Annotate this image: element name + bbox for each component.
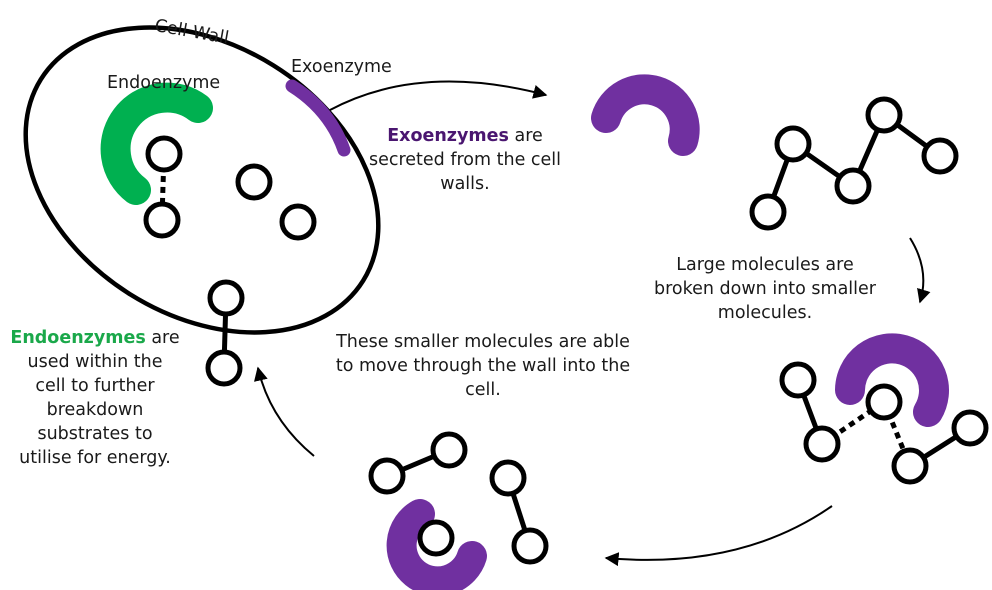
endo-caption-line2: used within the — [2, 350, 188, 374]
arrow-breakdown — [910, 238, 923, 302]
smaller-caption-line2: to move through the wall into the — [318, 354, 648, 378]
exo-caption-line2: secreted from the cell — [360, 148, 570, 172]
endo-caption-line4: breakdown — [2, 398, 188, 422]
exo-caption-rest: are — [509, 126, 543, 146]
smaller-caption-line3: cell. — [318, 378, 648, 402]
endo-caption-highlight: Endoenzymes — [10, 328, 145, 348]
large-caption-line3: molecules. — [640, 301, 890, 325]
endo-caption-line5: substrates to — [2, 422, 188, 446]
cell-free-molecules — [238, 166, 314, 238]
exo-caption: Exoenzymes are secreted from the cell wa… — [360, 124, 570, 196]
arrow-products — [606, 506, 832, 560]
endo-caption-rest: are — [146, 328, 180, 348]
endoenzyme-label: Endoenzyme — [107, 71, 220, 95]
endo-caption: Endoenzymes are used within the cell to … — [2, 326, 188, 470]
arrow-secretion — [330, 82, 546, 110]
smaller-caption-line1: These smaller molecules are able — [318, 330, 648, 354]
large-caption-line2: broken down into smaller — [640, 277, 890, 301]
free-exoenzyme — [606, 89, 685, 141]
endo-caption-line3: cell to further — [2, 374, 188, 398]
breaking-molecule — [782, 364, 986, 482]
exo-caption-line3: walls. — [360, 172, 570, 196]
smaller-caption: These smaller molecules are able to move… — [318, 330, 648, 402]
endo-caption-line6: utilise for energy. — [2, 446, 188, 470]
large-molecule — [752, 99, 956, 228]
large-caption: Large molecules are broken down into sma… — [640, 253, 890, 325]
large-caption-line1: Large molecules are — [640, 253, 890, 277]
exoenzyme-label: Exoenzyme — [291, 55, 392, 79]
exo-caption-highlight: Exoenzymes — [387, 126, 509, 146]
arrow-uptake — [258, 368, 314, 456]
endo-bound-molecule — [146, 138, 180, 236]
